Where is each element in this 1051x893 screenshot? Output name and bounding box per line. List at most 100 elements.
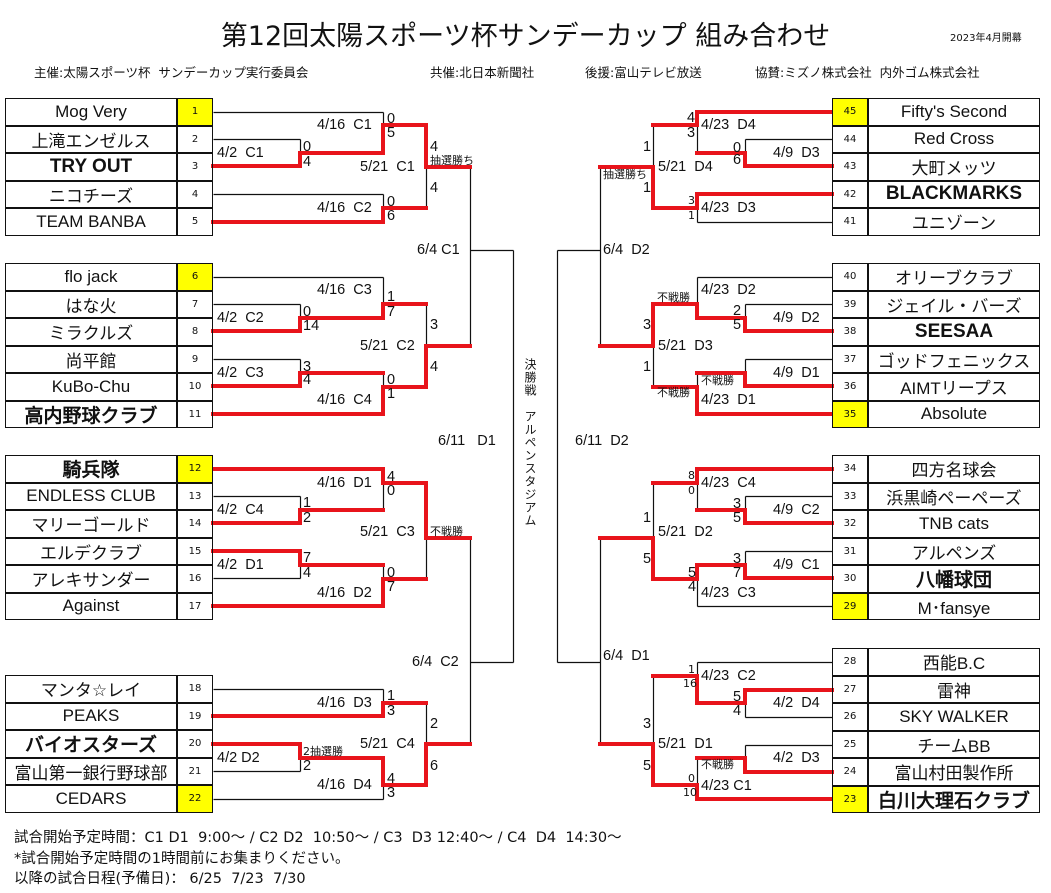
score: 1 xyxy=(643,180,652,196)
team-number: 45 xyxy=(832,98,868,126)
team-name: アレキサンダー xyxy=(5,565,177,593)
team-name: TEAM BANBA xyxy=(5,208,177,236)
match-date-label: 5/21 C3 xyxy=(360,524,415,540)
match-date-label: 4/2 C4 xyxy=(217,502,264,518)
score: 1 xyxy=(688,209,695,222)
match-date-label: 4/16 D1 xyxy=(317,475,372,491)
winner-path xyxy=(211,549,385,567)
score: 1 xyxy=(643,510,652,526)
score: 0 xyxy=(387,565,396,581)
team-number: 21 xyxy=(177,757,213,785)
score: 7 xyxy=(387,579,396,595)
team-number: 24 xyxy=(832,758,868,786)
opening-date: 2023年4月開幕 xyxy=(950,33,1022,44)
match-date-label: 4/9 C2 xyxy=(773,502,820,518)
match-date-label: 4/23 C2 xyxy=(701,668,756,684)
match-date-label: 6/4 C2 xyxy=(412,654,459,670)
team-number: 43 xyxy=(832,153,868,181)
score: 4 xyxy=(387,771,396,787)
team-number: 39 xyxy=(832,290,868,318)
team-name: 西能B.C xyxy=(868,648,1040,676)
match-date-label: 4/9 D3 xyxy=(773,145,820,161)
team-name: KuBo-Chu xyxy=(5,373,177,401)
score: 0 xyxy=(688,484,695,497)
score: 1 xyxy=(303,495,312,511)
team-number: 23 xyxy=(832,785,868,813)
score: 16 xyxy=(683,677,697,690)
team-number: 38 xyxy=(832,318,868,346)
team-number: 8 xyxy=(177,318,213,346)
winner-path xyxy=(211,123,472,169)
score: 1 xyxy=(643,359,652,375)
score: 5 xyxy=(733,689,742,705)
team-name: flo jack xyxy=(5,263,177,291)
score: 1 xyxy=(387,386,396,402)
team-number: 37 xyxy=(832,345,868,373)
score: 5 xyxy=(688,565,697,581)
score: 5 xyxy=(733,510,742,526)
score: 0 xyxy=(387,194,396,210)
score: 2 xyxy=(430,716,439,732)
match-date-label: 4/23 C1 xyxy=(701,778,752,794)
team-number: 35 xyxy=(832,400,868,428)
winner-path xyxy=(651,674,834,705)
cosponsor: 共催:北日本新聞社 xyxy=(430,65,535,80)
match-date-label: 4/2 D1 xyxy=(217,557,264,573)
match-date-label: 4/2 D2 xyxy=(217,750,260,766)
winner-path xyxy=(211,371,385,388)
score: 3 xyxy=(733,496,742,512)
winner-path xyxy=(598,165,834,210)
team-number: 42 xyxy=(832,180,868,208)
score: 3 xyxy=(643,716,652,732)
score: 5 xyxy=(387,125,396,141)
team-number: 22 xyxy=(177,785,213,813)
score: 3 xyxy=(387,785,396,801)
winner-path xyxy=(211,701,428,718)
winner-path xyxy=(211,508,385,525)
team-name: 大町メッツ xyxy=(868,153,1040,181)
winner-path xyxy=(211,742,472,787)
team-name: TNB cats xyxy=(868,510,1040,538)
match-date-label: 4/9 C1 xyxy=(773,557,820,573)
team-name: アルペンズ xyxy=(868,537,1040,565)
support: 後援:富山テレビ放送 xyxy=(585,65,702,80)
team-number: 3 xyxy=(177,153,213,181)
team-number: 29 xyxy=(832,592,868,620)
score: 4 xyxy=(430,359,439,375)
winner-path xyxy=(598,302,834,348)
winner-path xyxy=(695,756,834,774)
winner-path xyxy=(211,302,428,333)
match-date-label: 4/16 D2 xyxy=(317,585,372,601)
team-number: 34 xyxy=(832,455,868,483)
team-name: M･fansye xyxy=(868,592,1040,620)
match-date-label: 6/4 C1 xyxy=(417,242,460,258)
score: 0 xyxy=(303,139,312,155)
score: 4 xyxy=(430,139,439,155)
team-number: 10 xyxy=(177,373,213,401)
team-number: 19 xyxy=(177,702,213,730)
team-name: AIMTリープス xyxy=(868,373,1040,401)
team-name: TRY OUT xyxy=(5,153,177,181)
match-date-label: 4/23 C4 xyxy=(701,475,756,491)
match-date-label: 5/21 D4 xyxy=(658,159,713,175)
winner-path xyxy=(211,206,428,224)
score: 7 xyxy=(303,550,312,566)
